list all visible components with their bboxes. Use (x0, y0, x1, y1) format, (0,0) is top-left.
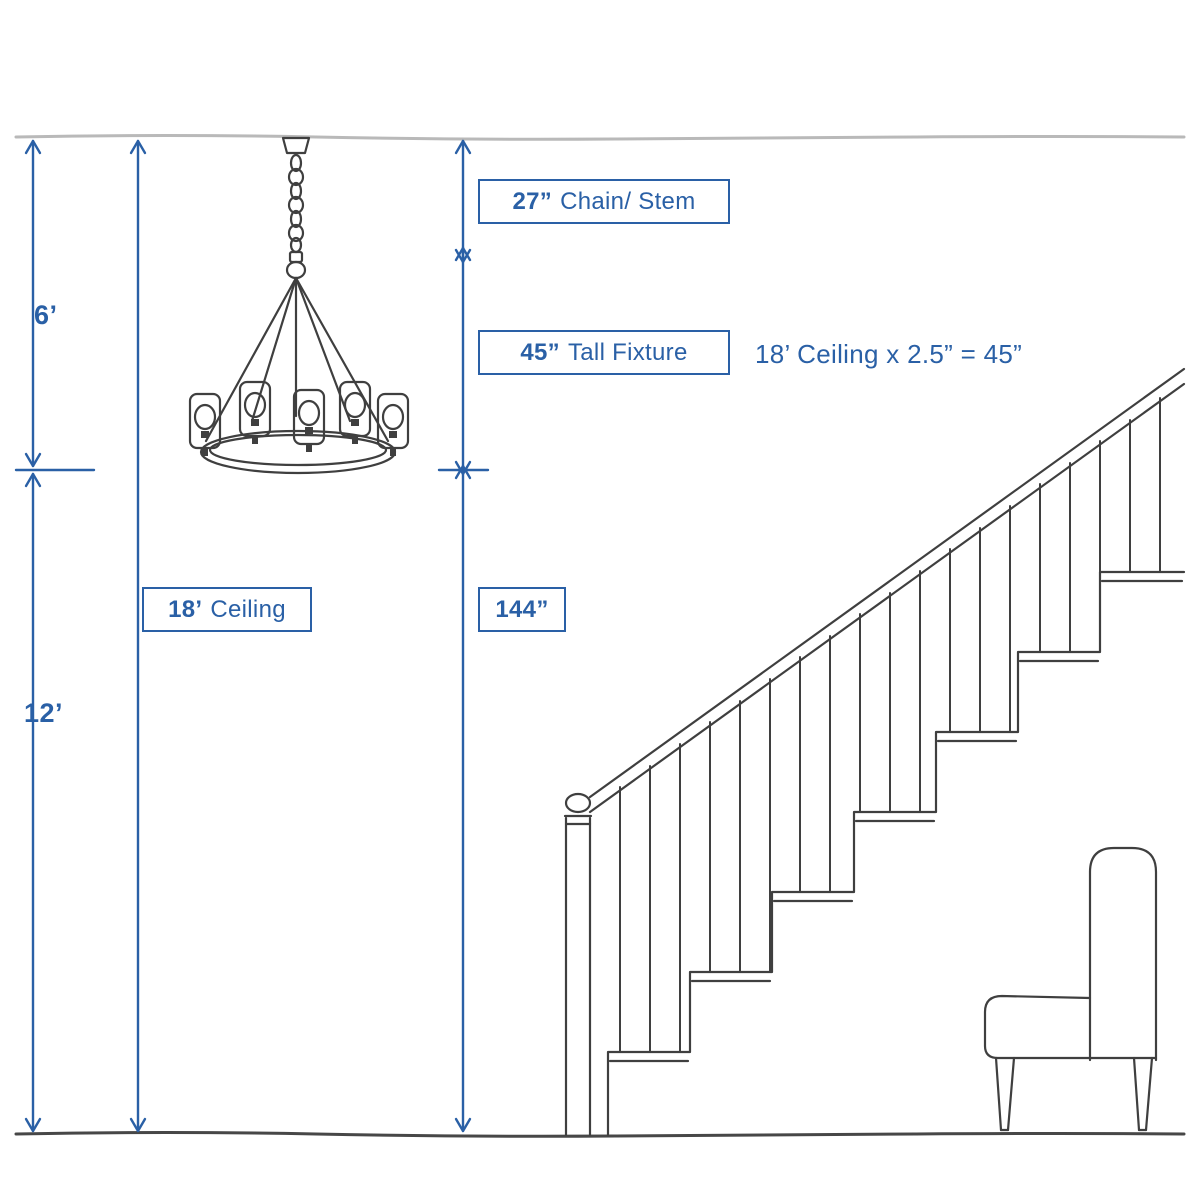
ceiling-height-text: Ceiling (210, 595, 286, 623)
chair-seat (983, 994, 1158, 1060)
tall-fixture-label-box: 45” Tall Fixture (478, 330, 730, 375)
floor-clearance-label-box: 144” (478, 587, 566, 632)
chandelier-arms (204, 276, 390, 443)
lamp (338, 380, 372, 444)
ceiling-line (14, 134, 1186, 141)
chain-stem-text: Chain/ Stem (560, 187, 696, 215)
chandelier-coupler (288, 250, 304, 264)
floor-line (14, 1131, 1186, 1138)
stair-steps (606, 570, 1186, 1137)
chandelier-chain (287, 153, 305, 254)
sizing-formula-text: 18’ Ceiling x 2.5” = 45” (755, 339, 1023, 369)
ceiling-height-value: 18’ (168, 595, 203, 623)
lamp (188, 392, 222, 456)
dimension-lines (14, 139, 490, 1133)
chandelier-lamps (188, 380, 410, 456)
tall-fixture-text: Tall Fixture (567, 338, 688, 366)
staircase-drawing (563, 367, 1186, 1137)
tall-fixture-value: 45” (520, 338, 560, 366)
chandelier-drawing (188, 136, 410, 475)
balusters (619, 397, 1161, 1053)
handrail (588, 367, 1186, 814)
chain-stem-value: 27” (512, 187, 553, 215)
chair-drawing (983, 846, 1158, 1132)
chair-back (1088, 846, 1158, 1062)
floor-clearance-value: 144” (495, 595, 549, 623)
chandelier-ring-outer (199, 429, 397, 475)
stair-nosings (608, 579, 1184, 1063)
lamp (292, 388, 326, 452)
dimension-label-6ft: 6’ (34, 300, 58, 330)
chandelier-canopy (281, 136, 311, 155)
lamp (238, 380, 272, 444)
chandelier-ring-inner (208, 433, 388, 467)
dimension-label-12ft: 12’ (24, 698, 64, 728)
chain-stem-label-box: 27” Chain/ Stem (478, 179, 730, 224)
ceiling-height-label-box: 18’ Ceiling (142, 587, 312, 632)
chair-legs (994, 1056, 1154, 1132)
chandelier-finial (285, 260, 307, 280)
newel-post (563, 792, 593, 1137)
lamp (376, 392, 410, 456)
